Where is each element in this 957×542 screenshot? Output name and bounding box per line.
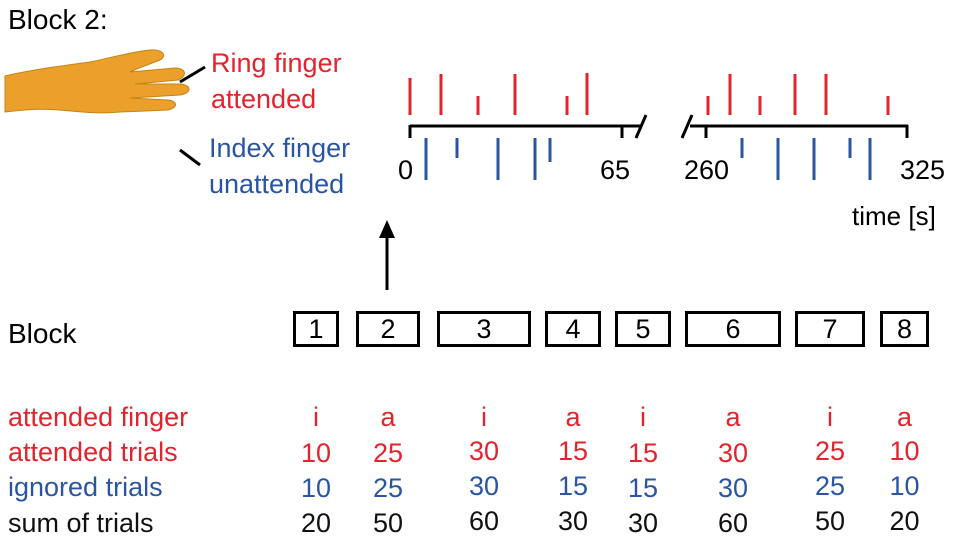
cell-ignored-trials: 25 xyxy=(814,471,846,501)
cell-sum-of-trials: 20 xyxy=(889,506,920,536)
cell-attended-finger: a xyxy=(380,402,396,432)
index-finger-label: Index finger xyxy=(209,133,351,163)
block-box-6: 6 xyxy=(685,311,781,347)
cell-attended-finger: i xyxy=(827,402,833,432)
cell-attended-finger: a xyxy=(565,402,581,432)
ring-finger-label-attended: attended xyxy=(211,84,317,114)
cell-ignored-trials: 15 xyxy=(627,473,659,503)
cell-sum-of-trials: 50 xyxy=(372,508,404,538)
block-box-1: 1 xyxy=(293,311,339,347)
cell-sum-of-trials: 20 xyxy=(300,508,332,538)
cell-attended-trials: 15 xyxy=(557,436,589,466)
cell-ignored-trials: 10 xyxy=(300,473,332,503)
index-finger-label-unattended: unattended xyxy=(209,169,345,199)
block-box-5: 5 xyxy=(615,311,671,347)
cell-ignored-trials: 25 xyxy=(372,473,404,503)
block-box-2: 2 xyxy=(356,311,420,347)
cell-attended-finger: i xyxy=(481,402,487,432)
block-box-7: 7 xyxy=(795,311,865,347)
cell-ignored-trials: 10 xyxy=(889,471,920,501)
block-row-label: Block xyxy=(8,318,77,349)
hand-icon xyxy=(4,49,190,114)
cell-ignored-trials: 30 xyxy=(468,471,500,501)
cell-attended-trials: 10 xyxy=(889,436,920,466)
timeline-tick-325: 325 xyxy=(900,155,946,185)
attended-stimuli xyxy=(408,73,890,115)
timeline-segment-1 xyxy=(408,114,648,139)
cell-sum-of-trials: 50 xyxy=(814,506,846,536)
cell-sum-of-trials: 30 xyxy=(627,508,659,538)
cell-ignored-trials: 15 xyxy=(557,471,589,501)
cell-attended-trials: 25 xyxy=(372,438,404,468)
ring-finger-label: Ring finger xyxy=(211,48,342,78)
cell-sum-of-trials: 30 xyxy=(557,506,589,536)
row-label-sum-of-trials: sum of trials xyxy=(8,508,154,538)
cell-attended-finger: i xyxy=(313,402,319,432)
index-finger-pointer xyxy=(179,148,201,167)
timeline-segment-2 xyxy=(680,114,909,139)
ignored-stimuli xyxy=(424,138,872,180)
block-box-3: 3 xyxy=(437,311,531,347)
block-box-8: 8 xyxy=(880,311,929,347)
cell-ignored-trials: 30 xyxy=(717,473,749,503)
cell-attended-finger: a xyxy=(725,402,741,432)
timeline-tick-260: 260 xyxy=(684,155,730,185)
cell-attended-trials: 30 xyxy=(717,438,749,468)
diagram-title: Block 2: xyxy=(8,4,108,35)
time-axis-label: time [s] xyxy=(852,201,936,231)
timeline-tick-0: 0 xyxy=(398,155,414,185)
row-label-attended-finger: attended finger xyxy=(8,402,189,432)
cell-attended-trials: 30 xyxy=(468,436,500,466)
cell-attended-trials: 10 xyxy=(300,438,332,468)
cell-sum-of-trials: 60 xyxy=(717,508,749,538)
cell-attended-trials: 25 xyxy=(814,436,846,466)
cell-sum-of-trials: 60 xyxy=(468,506,500,536)
ring-finger-pointer xyxy=(179,65,206,84)
row-label-ignored-trials: ignored trials xyxy=(8,472,163,502)
arrow-up-icon xyxy=(379,220,395,290)
block-box-4: 4 xyxy=(545,311,601,347)
timeline-tick-65: 65 xyxy=(600,155,631,185)
row-label-attended-trials: attended trials xyxy=(8,437,178,467)
cell-attended-finger: a xyxy=(896,402,913,432)
cell-attended-trials: 15 xyxy=(627,438,659,468)
cell-attended-finger: i xyxy=(640,402,646,432)
